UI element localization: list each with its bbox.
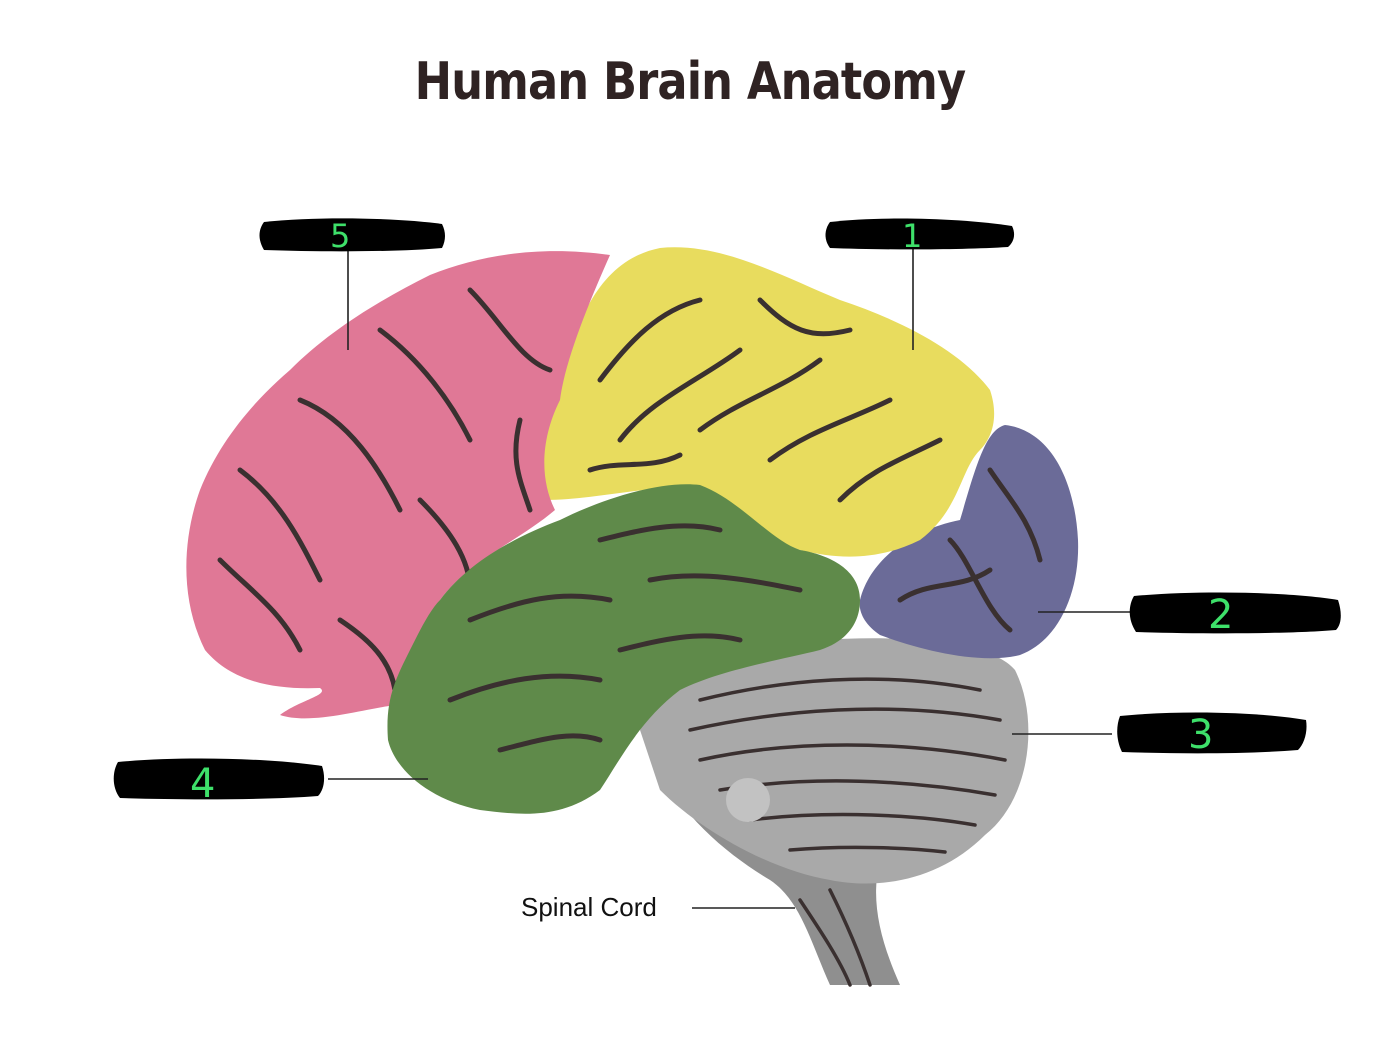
parietal-sulcus-7	[587, 452, 683, 473]
occipital-sulcus-2	[987, 467, 1043, 563]
brainstem-groove-2	[828, 888, 872, 987]
parietal-sulcus-5	[837, 437, 943, 503]
frontal-sulcus-8	[337, 617, 398, 693]
cerebellum-fold-3	[698, 743, 1007, 762]
temporal-sulcus-2	[597, 523, 723, 543]
temporal-sulcus-5	[497, 733, 603, 753]
frontal-lobe	[186, 251, 610, 719]
frontal-sulcus-5	[217, 557, 303, 653]
cerebellum-fold-1	[698, 677, 982, 702]
temporal-lobe	[387, 484, 860, 814]
occipital-sulcus-3	[947, 537, 1013, 633]
redaction-bar-5	[259, 218, 445, 252]
marker-3: 3	[1117, 712, 1307, 758]
cerebellum-fold-5	[748, 812, 977, 827]
frontal-sulcus-4	[237, 467, 323, 583]
frontal-lobe-shape	[186, 251, 610, 719]
spinal-cord-label: Spinal Cord	[521, 892, 657, 922]
redaction-bar-3	[1117, 712, 1307, 754]
parietal-sulcus-3	[697, 357, 823, 433]
parietal-sulcus-1	[597, 297, 703, 383]
frontal-sulcus-1	[467, 287, 553, 373]
cerebellum-fold-2	[688, 707, 1002, 732]
brainstem-groove-1	[798, 898, 852, 987]
temporal-sulcus-6	[617, 633, 743, 653]
temporal-sulcus-1	[467, 593, 613, 623]
frontal-sulcus-7	[513, 417, 533, 513]
temporal-sulcus-3	[647, 573, 803, 593]
occipital-lobe-shape	[859, 425, 1079, 659]
redaction-bar-1	[825, 218, 1015, 250]
cerebellum-shape	[640, 638, 1029, 884]
frontal-sulcus-3	[297, 397, 403, 513]
marker-5-number: 5	[330, 217, 350, 255]
page-title: Human Brain Anatomy	[414, 52, 967, 112]
marker-1: 1	[825, 217, 1015, 255]
marker-4: 4	[113, 758, 325, 807]
cerebellum	[640, 638, 1029, 884]
marker-2: 2	[1129, 592, 1341, 638]
occipital-lobe	[859, 425, 1079, 659]
marker-4-number: 4	[190, 761, 215, 807]
parietal-sulcus-6	[757, 297, 853, 337]
frontal-sulcus-2	[377, 327, 473, 443]
redaction-bar-4	[113, 758, 325, 800]
temporal-sulcus-4	[447, 673, 603, 703]
parietal-lobe	[537, 247, 995, 557]
parietal-sulcus-4	[767, 397, 893, 463]
redaction-bar-2	[1129, 592, 1341, 634]
marker-3-number: 3	[1188, 712, 1213, 758]
cerebellum-vermis	[726, 778, 770, 822]
marker-5: 5	[259, 217, 445, 255]
parietal-sulcus-2	[617, 347, 743, 443]
marker-1-number: 1	[902, 217, 922, 255]
marker-2-number: 2	[1208, 592, 1233, 638]
occipital-sulcus-1	[897, 567, 993, 603]
cerebellum-fold-6	[788, 845, 947, 854]
